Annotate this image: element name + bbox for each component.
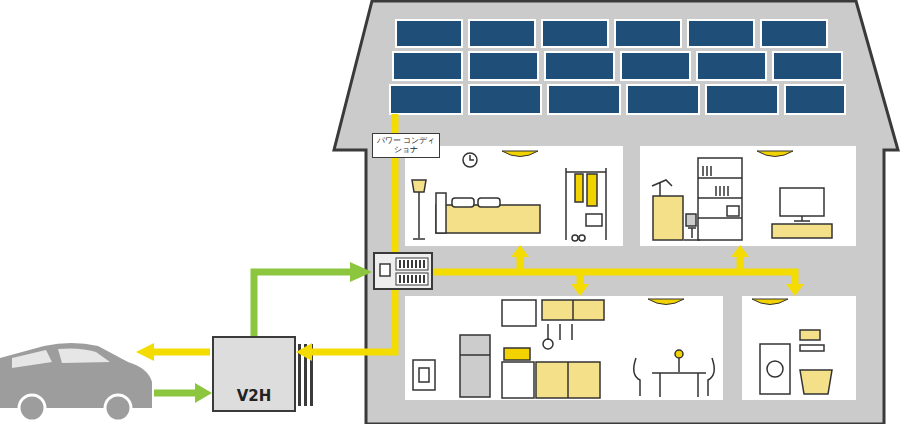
furniture [412, 153, 832, 398]
rooms [405, 146, 856, 400]
node-label: V2H [237, 388, 272, 405]
car [0, 343, 152, 421]
power-conditioner-box: パワー コンディショナ [372, 133, 440, 158]
solar-panels [390, 20, 845, 114]
arrowhead [296, 343, 312, 361]
node-label: パワー コンディショナ [376, 136, 436, 154]
house-outline [334, 1, 898, 424]
v2h-unit: V2H [212, 336, 296, 412]
ceiling-lights [502, 151, 793, 305]
